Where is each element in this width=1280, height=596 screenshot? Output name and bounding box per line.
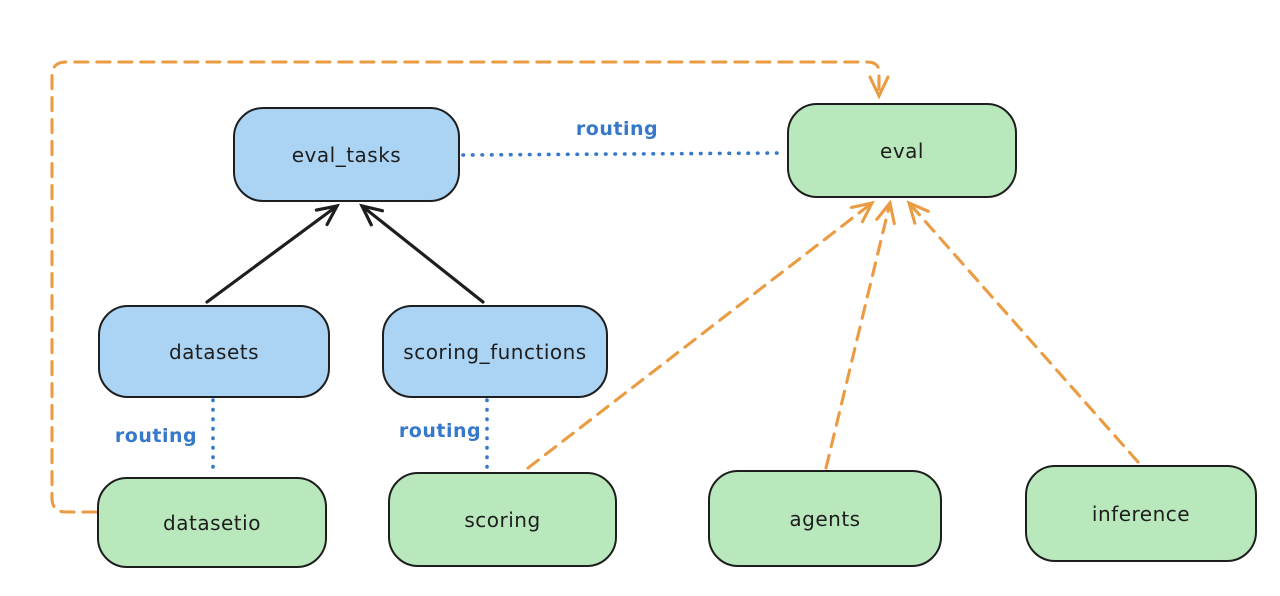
- edge-scoring-to-eval: [526, 200, 875, 470]
- routing-label-datasets-datasetio: routing: [114, 425, 198, 447]
- routing-label-eval-tasks-eval: routing: [575, 118, 659, 140]
- edge-datasetio-to-eval: [50, 60, 890, 514]
- node-eval: eval: [787, 103, 1017, 198]
- routing-label-scoring-functions-scoring: routing: [398, 420, 482, 442]
- edge-inference-to-eval: [906, 200, 1140, 464]
- node-scoring-label: scoring: [464, 507, 541, 532]
- node-scoring-functions-label: scoring_functions: [403, 339, 587, 364]
- edge-scoring-functions-to-eval-tasks: [359, 203, 485, 304]
- edge-agents-to-eval: [824, 199, 896, 470]
- node-inference-label: inference: [1091, 501, 1191, 526]
- node-datasetio: datasetio: [97, 477, 327, 568]
- node-datasetio-label: datasetio: [163, 510, 261, 535]
- node-scoring-functions: scoring_functions: [382, 305, 608, 398]
- node-eval-tasks: eval_tasks: [233, 107, 460, 202]
- node-datasets: datasets: [98, 305, 330, 398]
- edge-eval-tasks-to-eval: [461, 151, 785, 157]
- node-eval-label: eval: [880, 138, 924, 163]
- node-inference: inference: [1025, 465, 1257, 562]
- node-agents-label: agents: [789, 506, 861, 531]
- edge-datasets-to-eval-tasks: [205, 203, 341, 304]
- node-scoring: scoring: [388, 472, 617, 567]
- node-agents: agents: [708, 470, 942, 567]
- node-datasets-label: datasets: [168, 339, 260, 364]
- node-eval-tasks-label: eval_tasks: [291, 142, 402, 167]
